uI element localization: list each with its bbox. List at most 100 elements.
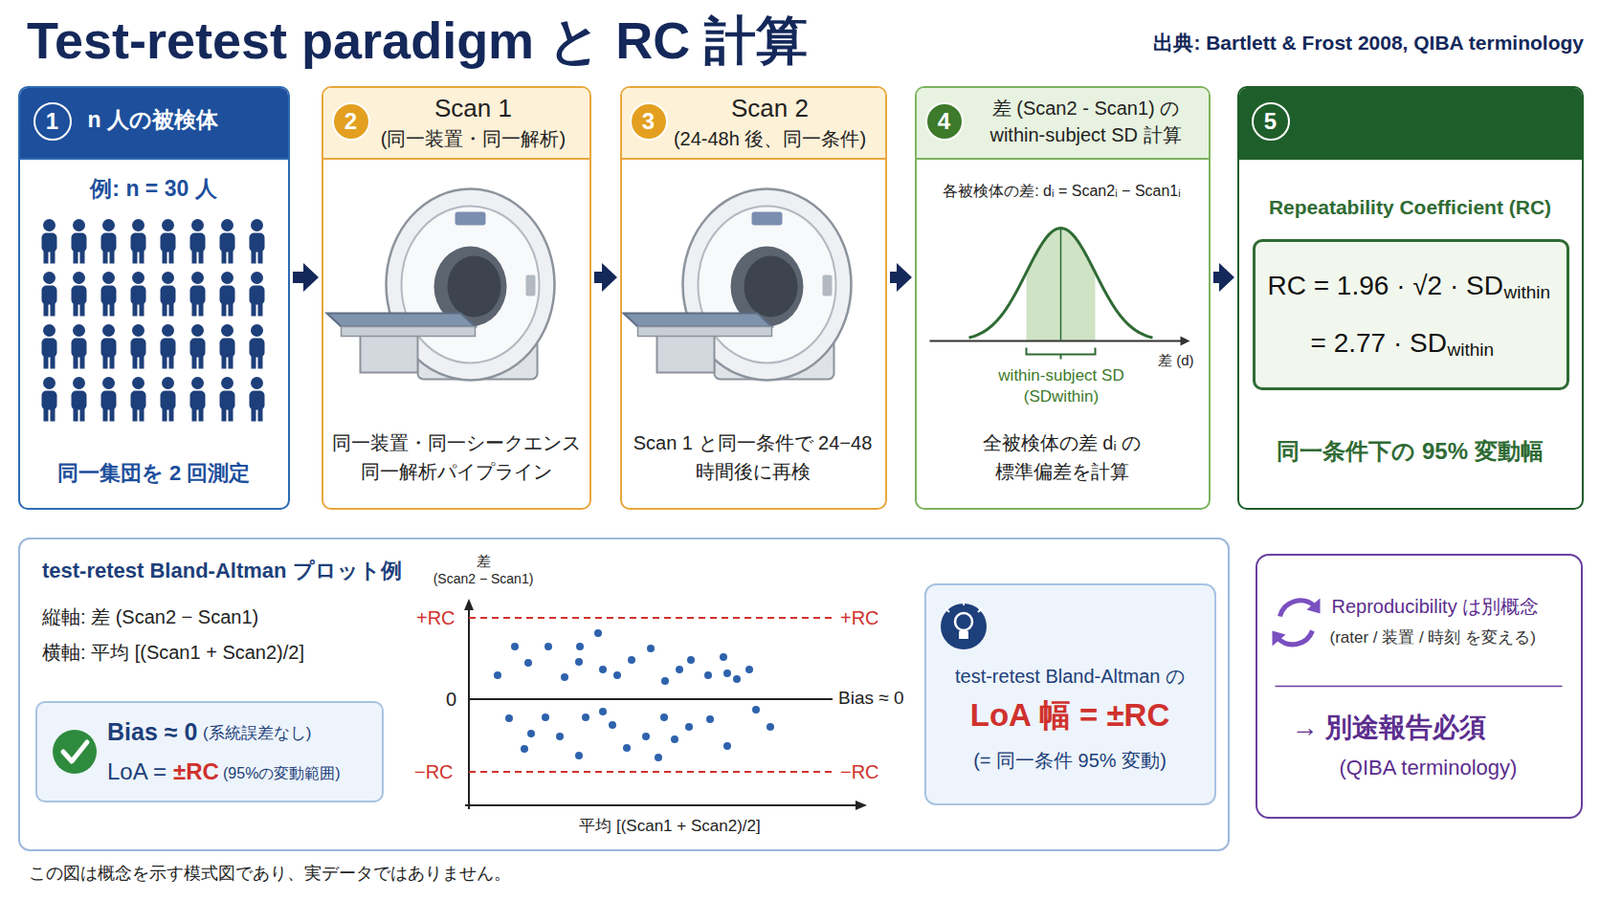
drawing-part (731, 246, 804, 328)
drawing-part (940, 600, 987, 650)
drawing-part (646, 644, 655, 653)
drawing-part (132, 219, 145, 232)
drawing-part (169, 248, 175, 265)
drawing-part (969, 228, 1154, 339)
drawing-part (190, 233, 206, 253)
drawing-part (42, 338, 58, 358)
drawing-part (642, 733, 650, 741)
drawing-part (110, 406, 115, 423)
drawing-part (42, 219, 266, 423)
node-text: within (1504, 282, 1552, 305)
drawing-part (139, 248, 145, 265)
drawing-part (464, 599, 474, 611)
drawing-part (221, 377, 234, 390)
plot-panel: test-retest Bland-Altman プロット例縦軸: 差 (Sca… (18, 537, 1230, 852)
drawing-part (102, 271, 115, 285)
drawing-part (719, 653, 728, 662)
node-text: ±RC (173, 758, 220, 787)
node-text: test-retest Bland-Altman の (929, 665, 1212, 689)
drawing-part (560, 673, 569, 682)
drawing-part (360, 330, 419, 374)
drawing-part (505, 714, 513, 723)
drawing-part (1280, 600, 1315, 618)
drawing-part (576, 643, 584, 651)
drawing-part (249, 391, 266, 411)
drawing-part (251, 406, 257, 423)
node-text: 横軸: 平均 [(Scan1 + Scan2)/2] (42, 641, 305, 665)
flow-arrow (1213, 263, 1235, 292)
drawing-part (222, 248, 227, 265)
drawing-part (160, 391, 177, 411)
illustration (926, 585, 1219, 808)
node-text: 例: n = 30 人 (24, 176, 284, 203)
drawing-part (723, 669, 732, 678)
drawing-part (594, 629, 602, 638)
drawing-part (683, 189, 852, 381)
drawing-part (131, 286, 147, 306)
drawing-part (468, 771, 833, 774)
drawing-part (71, 233, 88, 253)
step-box: 4差 (Scan2 - Scan1) の within-subject SD 計… (914, 86, 1211, 511)
drawing-part (250, 271, 264, 285)
node-text: 同一装置・同一シークエンス 同一解析パイプライン (327, 428, 586, 487)
drawing-part (131, 391, 147, 411)
node-text: RC = 1.96 · √2 · SD (1267, 269, 1504, 303)
drawing-part (44, 301, 49, 317)
drawing-part (73, 301, 79, 317)
drawing-part (50, 354, 56, 370)
diagram-title: Test-retest paradigm と RC 計算 (26, 9, 808, 72)
drawing-part (418, 339, 538, 380)
node-text: 同一条件下の 95% 変動幅 (1247, 438, 1574, 467)
drawing-part (249, 233, 266, 253)
node-text: (rater / 装置 / 時刻 を変える) (1330, 628, 1578, 648)
node-text: (系統誤差なし) (202, 724, 312, 744)
drawing-part (744, 256, 799, 318)
drawing-part (258, 301, 264, 317)
drawing-part (162, 248, 168, 265)
drawing-part (190, 338, 206, 358)
drawing-part (73, 248, 79, 265)
drawing-part (103, 406, 109, 423)
drawing-part (139, 406, 145, 423)
drawing-part (520, 745, 529, 754)
drawing-part (930, 228, 1191, 360)
drawing-part (685, 723, 693, 732)
drawing-part (73, 354, 79, 370)
drawing-part (102, 377, 115, 390)
drawing-part (745, 666, 754, 674)
drawing-part (258, 406, 264, 423)
drawing-part (110, 301, 115, 317)
drawing-part (220, 338, 236, 358)
drawing-part (249, 338, 266, 358)
drawing-part (623, 313, 773, 328)
node-text: (同一装置・同一解析) (358, 127, 589, 151)
drawing-part (110, 354, 115, 370)
drawing-part (251, 301, 257, 317)
step-number: 3 (629, 102, 668, 141)
drawing-part (199, 406, 204, 423)
drawing-part (723, 742, 732, 751)
drawing-part (50, 301, 56, 317)
drawing-part (752, 706, 760, 714)
drawing-part (52, 730, 97, 775)
drawing-part (80, 248, 86, 265)
drawing-part (52, 730, 97, 775)
drawing-part (221, 324, 234, 337)
caption: この図は概念を示す模式図であり、実データではありません。 (28, 864, 512, 886)
drawing-part (44, 248, 49, 265)
drawing-part (43, 219, 56, 232)
drawing-part (465, 804, 858, 807)
drawing-part (220, 286, 236, 306)
drawing-part (161, 324, 175, 337)
drawing-part (955, 613, 973, 631)
drawing-part (930, 340, 1185, 343)
drawing-part (258, 248, 264, 265)
drawing-part (654, 754, 663, 762)
drawing-part (133, 354, 138, 370)
drawing-part (527, 730, 535, 738)
drawing-part (544, 643, 553, 651)
node-text: Repeatability Coefficient (RC) (1247, 195, 1574, 220)
drawing-part (162, 301, 168, 317)
limit-label: −RC (414, 760, 454, 784)
